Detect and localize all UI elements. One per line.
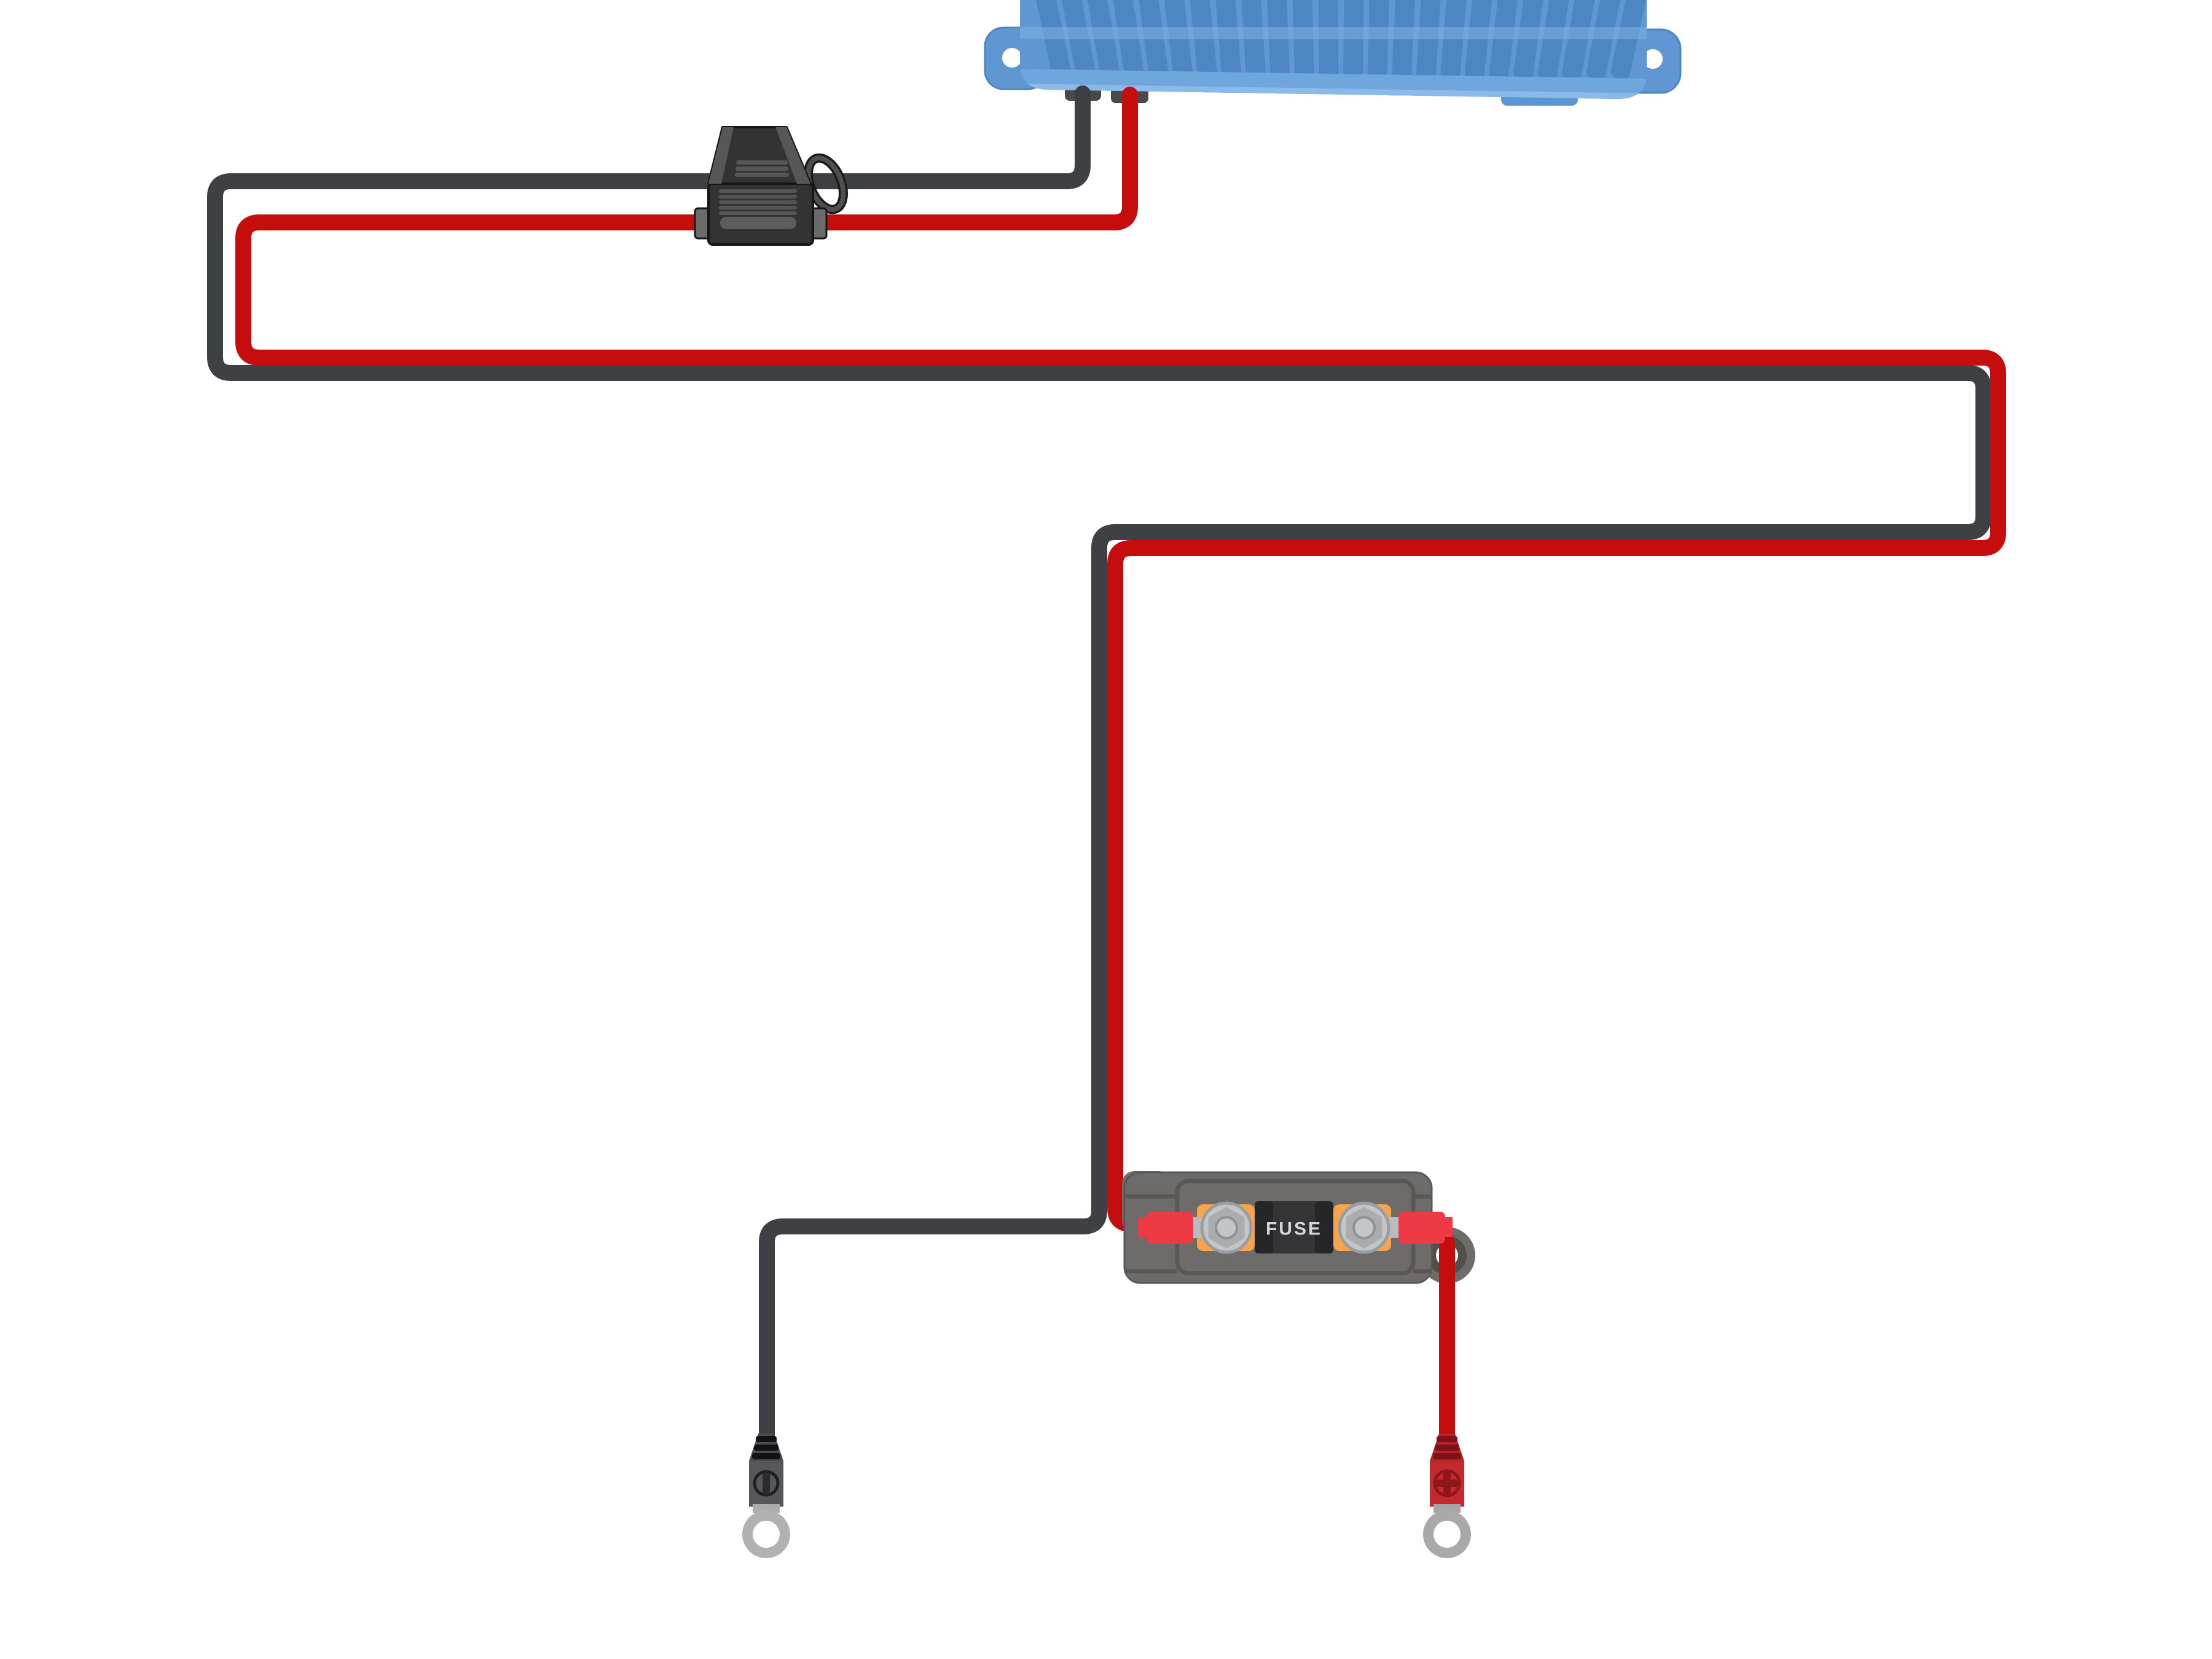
minus-emblem-bar <box>763 1472 770 1495</box>
charger-fin <box>1158 0 1193 81</box>
mounting-hole <box>1002 48 1022 68</box>
crimp-left <box>1147 1212 1193 1244</box>
charger-fin <box>1343 0 1365 82</box>
plus-emblem-bar <box>1435 1480 1459 1487</box>
terminal-rib <box>752 1453 780 1459</box>
charger-fin <box>1489 0 1524 81</box>
charger-fin <box>1078 0 1120 80</box>
cap-rib <box>735 167 788 171</box>
anl-fuse-block: FUSE <box>1122 1171 1475 1284</box>
positive-red-wire <box>235 87 2006 1232</box>
positive-ring-terminal <box>1423 1433 1471 1558</box>
terminal-rib <box>1433 1453 1461 1459</box>
cap-edge-highlight <box>708 127 734 184</box>
charger-fin <box>1440 0 1471 81</box>
charger-fin <box>1051 0 1096 80</box>
charger-fin <box>1610 0 1647 79</box>
anl-fuse <box>1255 1201 1333 1253</box>
terminal-rib <box>756 1436 777 1442</box>
charger-fin <box>1265 0 1290 82</box>
charger-fin <box>1562 0 1604 80</box>
body-rib <box>719 189 797 193</box>
fuse-stud-right <box>1338 1201 1390 1254</box>
ring-neck <box>1433 1504 1461 1513</box>
charger-fin <box>1185 0 1217 81</box>
fuse-stud-left <box>1200 1201 1253 1254</box>
body-rib <box>719 200 797 204</box>
negative-black-wire <box>207 85 1991 1449</box>
charger-fin <box>1367 0 1391 82</box>
body-rib <box>719 206 797 210</box>
charger-fin <box>1317 0 1339 82</box>
negative-ring-terminal <box>742 1433 790 1558</box>
charger-band-highlight <box>1020 27 1647 39</box>
body-rib <box>719 195 797 198</box>
crimp-right <box>1398 1212 1445 1244</box>
body-label-bar <box>720 217 796 229</box>
mounting-hole <box>1643 49 1663 69</box>
terminal-rib <box>1435 1445 1459 1451</box>
charger-fin <box>1586 0 1631 80</box>
anl-fuse-end <box>1315 1201 1333 1253</box>
charger-fin <box>1392 0 1418 82</box>
charger-fin <box>1105 0 1144 80</box>
terminal-rib <box>754 1445 779 1451</box>
charger-fin <box>1025 0 1071 79</box>
cap-rib <box>735 173 789 177</box>
cap-rib <box>736 160 788 165</box>
ring-hole <box>1433 1521 1461 1548</box>
charger-fin <box>1464 0 1497 81</box>
charger-fin <box>1416 0 1445 81</box>
inline-fuse-holder <box>694 126 848 246</box>
fuse-label: FUSE <box>1266 1219 1322 1239</box>
body-rib <box>719 211 797 215</box>
charger-fin <box>1237 0 1266 81</box>
ring-hole <box>753 1521 780 1548</box>
plus-emblem-circle <box>1433 1469 1461 1497</box>
charger-fin <box>1291 0 1314 82</box>
anl-fuse-end <box>1255 1201 1273 1253</box>
ring-neck <box>753 1504 780 1513</box>
terminal-rib <box>1437 1436 1457 1442</box>
cap-edge-highlight <box>775 127 810 184</box>
charger-fin <box>1131 0 1169 80</box>
charger-fins <box>1025 0 1647 82</box>
charger-fin <box>1513 0 1551 80</box>
charger-bottom-lip <box>1020 84 1647 100</box>
fuse-block-notches <box>1124 1194 1432 1274</box>
charger-fin <box>1211 0 1242 81</box>
charger-fin <box>1537 0 1577 80</box>
battery-charger <box>984 0 1682 106</box>
